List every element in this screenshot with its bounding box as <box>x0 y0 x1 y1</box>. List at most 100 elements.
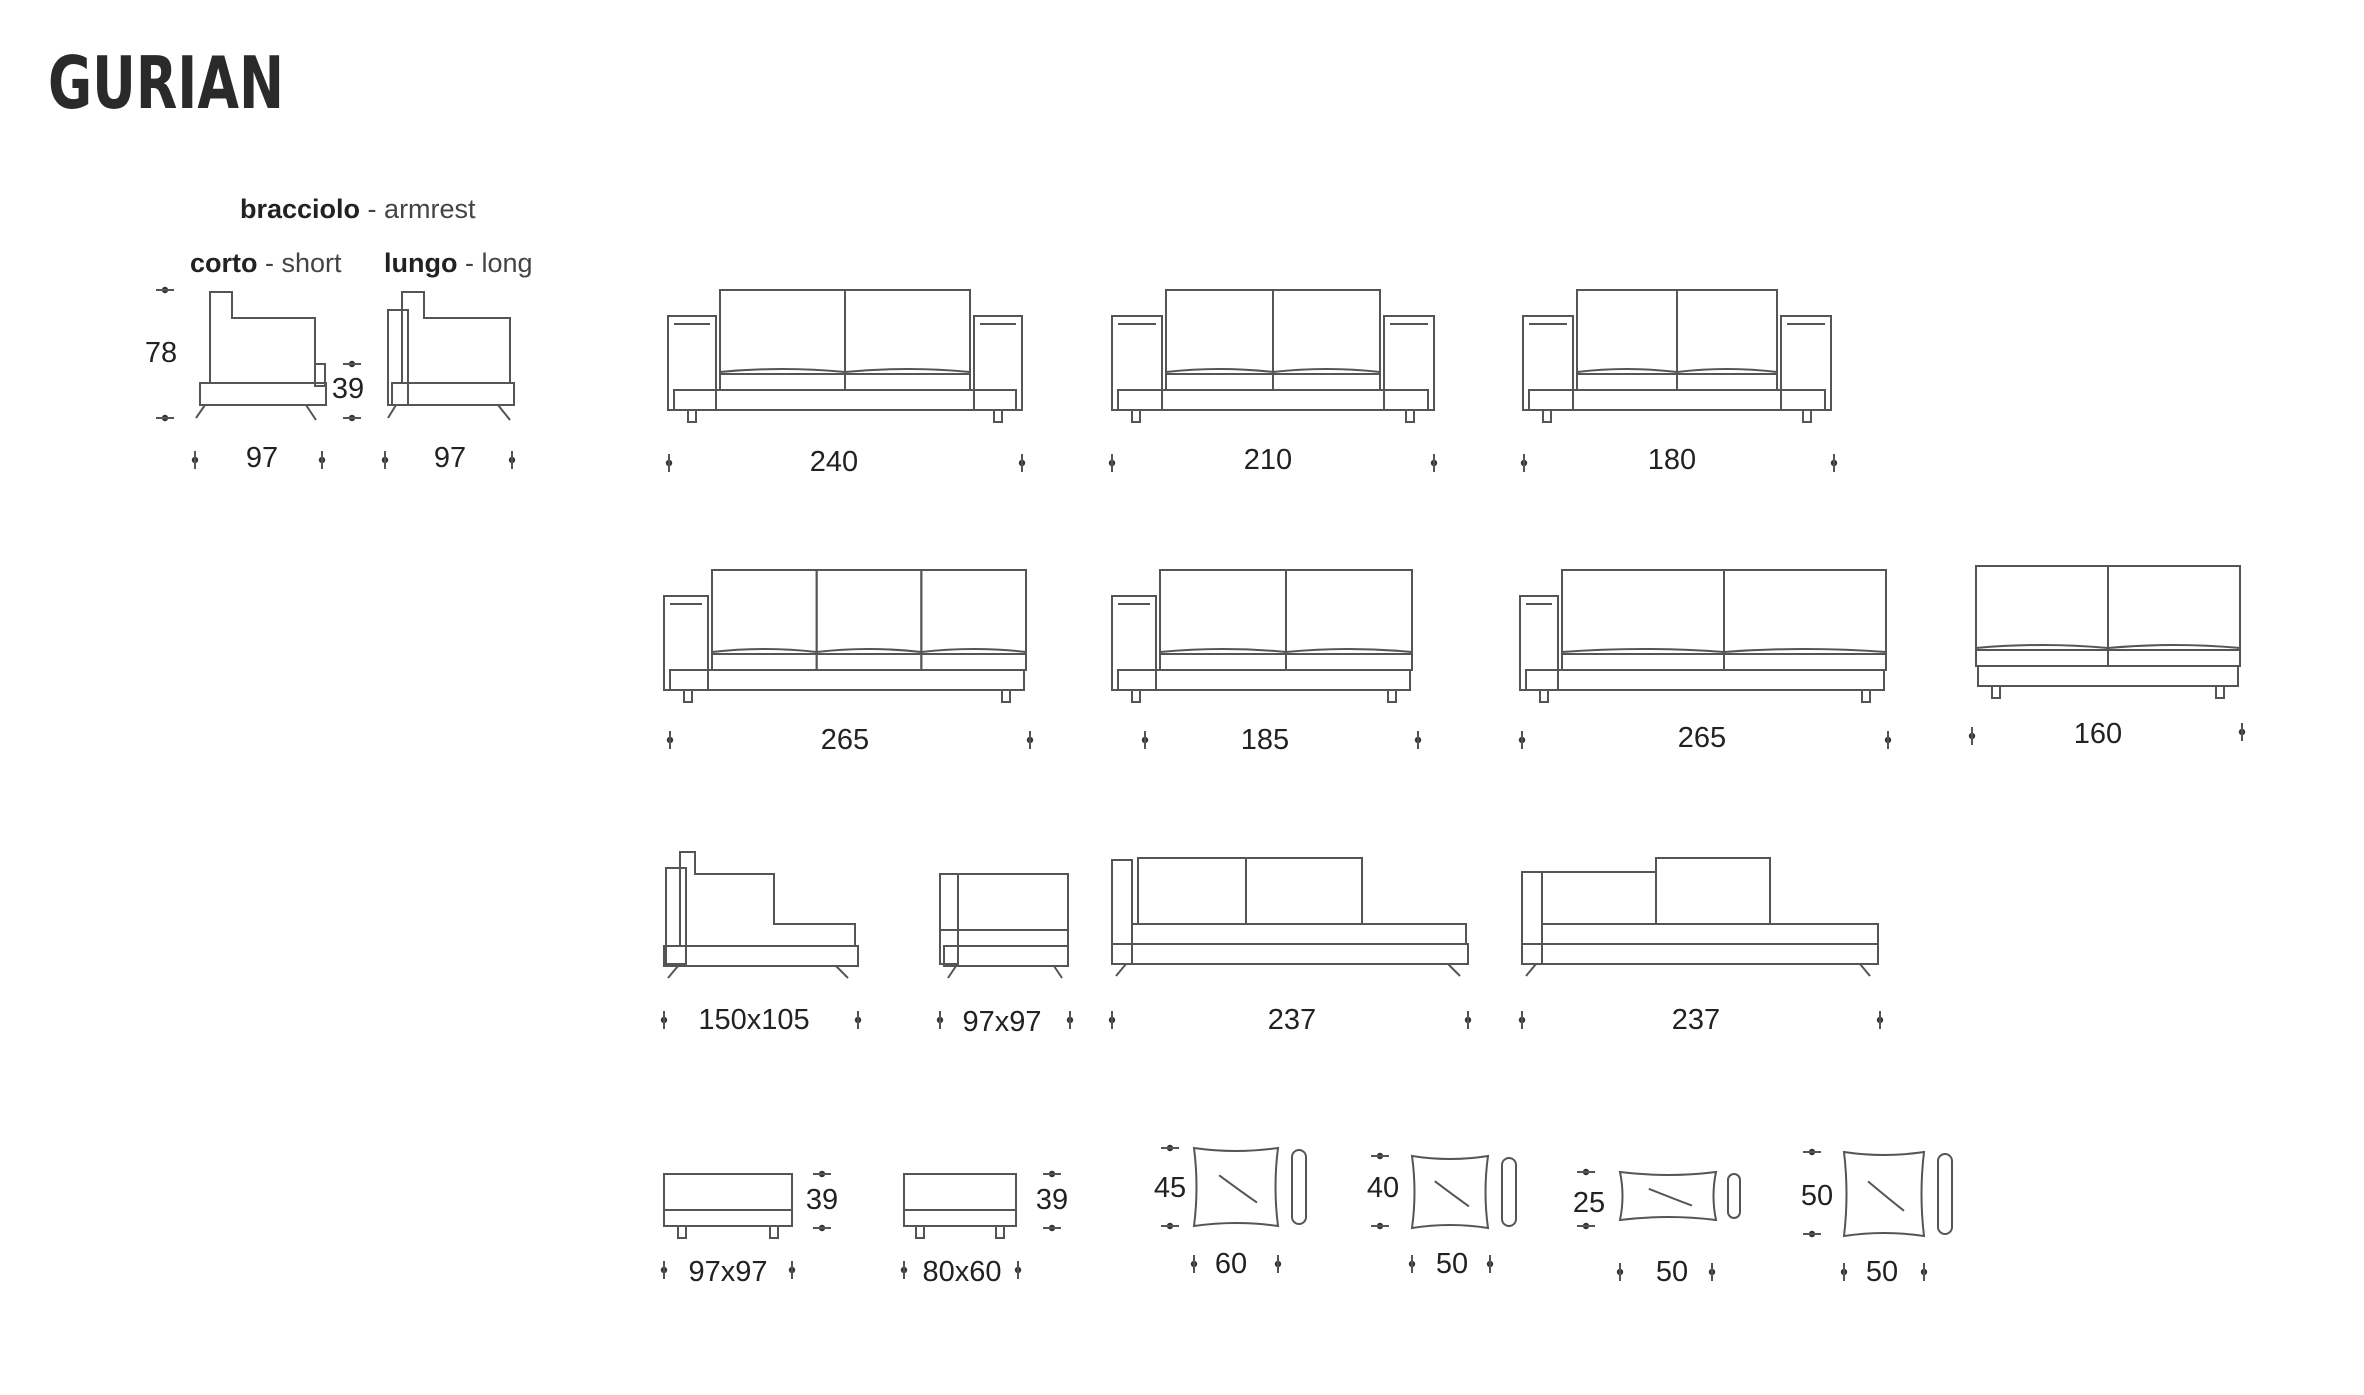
seat-cushion <box>2107 644 2241 667</box>
pouf-97x97-label: 97x97 <box>688 1256 768 1288</box>
armrest-arm-height-label: 39 <box>331 373 365 405</box>
sofa-foot <box>1991 685 2001 699</box>
sofa-foot <box>1001 689 1011 703</box>
cushion-1-crease <box>1218 1174 1258 1204</box>
armrest-short-drawing <box>195 291 327 421</box>
lounge-b-back-2 <box>1655 857 1771 925</box>
seat-cushion <box>920 648 1027 671</box>
lounge-b-seat <box>1541 923 1879 945</box>
left-arm <box>1522 315 1574 411</box>
lounge-a-arm <box>1111 859 1133 965</box>
sofa-foot <box>1861 689 1871 703</box>
sofa-base <box>1117 389 1429 411</box>
pouf-80-top <box>903 1173 1017 1211</box>
armrest-height-label: 78 <box>144 337 178 369</box>
cushion-2-side <box>1501 1157 1517 1227</box>
sofa-180-label: 180 <box>1647 444 1697 476</box>
sofa-drawing <box>667 289 1023 423</box>
back-cushion <box>1272 289 1381 375</box>
chaise-legs <box>667 965 849 979</box>
corner-arm <box>939 873 959 965</box>
sofa-foot <box>1802 409 1812 423</box>
corner-back <box>939 873 1069 931</box>
lounge-b-back-1 <box>1541 871 1657 925</box>
right-arm <box>1780 315 1832 411</box>
accessories-row <box>663 1146 1953 1239</box>
armrest-long-width-label: 97 <box>433 442 467 474</box>
armrest-short-title: corto - short <box>190 248 342 278</box>
sofa-base <box>1525 669 1885 691</box>
sofa-foot <box>687 409 697 423</box>
lounge-a-legs <box>1115 963 1461 977</box>
dimension-ticks <box>156 286 2246 1281</box>
sofa-foot <box>1387 689 1397 703</box>
pouf-80-drawing <box>903 1173 1017 1239</box>
armrest-short-base <box>199 382 327 406</box>
gurian-logo: GURIAN <box>48 41 288 125</box>
lounge-b-base <box>1521 943 1879 965</box>
seat-cushion <box>844 368 971 391</box>
lounge-237-a-label: 237 <box>1267 1004 1317 1036</box>
corner-97x97-label: 97x97 <box>962 1006 1042 1038</box>
sofa-185-label: 185 <box>1240 724 1290 756</box>
seat-cushion <box>1576 368 1678 391</box>
sofa-drawing <box>1975 565 2241 699</box>
corner-seat <box>957 929 1069 947</box>
sofa-foot <box>1542 409 1552 423</box>
back-cushion <box>1723 569 1887 655</box>
cushion-1-side <box>1291 1149 1307 1225</box>
sofa-base <box>669 669 1025 691</box>
seat-cushion <box>1975 644 2109 667</box>
sofa-drawing <box>663 569 1027 703</box>
armrest-title: bracciolo - armrest <box>240 194 476 224</box>
back-cushion <box>1576 289 1678 375</box>
armrest-short-body <box>209 291 316 384</box>
seat-cushion <box>1561 648 1725 671</box>
pouf-foot <box>677 1225 687 1239</box>
sofa-160-label: 160 <box>2073 718 2123 750</box>
pouf-97-top <box>663 1173 793 1211</box>
armrest-drawings <box>195 291 515 421</box>
seat-cushion <box>1159 648 1287 671</box>
cushion-3 <box>1618 1170 1741 1222</box>
cushion-3-side <box>1727 1173 1741 1219</box>
pouf-80-base <box>903 1209 1017 1227</box>
sofa-foot <box>1131 409 1141 423</box>
sofa-265-arm-label: 265 <box>820 724 870 756</box>
cushion-1-front <box>1192 1146 1280 1228</box>
seat-cushion <box>1272 368 1381 391</box>
corner-drawing <box>939 873 1069 979</box>
sofa-265-open-label: 265 <box>1677 722 1727 754</box>
left-arm <box>667 315 717 411</box>
chaise-base <box>663 945 859 967</box>
pouf-97-height-label: 39 <box>805 1184 839 1216</box>
sofa-base <box>673 389 1017 411</box>
back-cushion <box>2107 565 2241 651</box>
right-arm <box>1383 315 1435 411</box>
pouf-80-height-label: 39 <box>1035 1184 1069 1216</box>
armrest-long-title: lungo - long <box>384 248 533 278</box>
lounge-a-base <box>1111 943 1469 965</box>
seat-cushion <box>719 368 846 391</box>
left-arm <box>1111 315 1163 411</box>
armrest-short-arm <box>314 363 326 387</box>
lounge-a-drawing <box>1111 857 1469 977</box>
back-cushion <box>1159 569 1287 655</box>
back-cushion <box>815 569 923 655</box>
sofa-foot <box>2215 685 2225 699</box>
chaise-arm <box>665 867 687 965</box>
cushion-2-width-label: 50 <box>1435 1248 1469 1280</box>
seat-cushion <box>815 648 923 671</box>
sofa-drawing <box>1111 289 1435 423</box>
seat-cushion <box>1676 368 1778 391</box>
sofa-row-2 <box>663 565 2241 703</box>
armrest-short-legs <box>195 404 317 421</box>
logo-wordmark: GURIAN <box>48 41 284 125</box>
back-cushion <box>920 569 1027 655</box>
lounge-a-back-1 <box>1137 857 1247 925</box>
cushion-4-crease <box>1867 1180 1905 1212</box>
right-arm <box>973 315 1023 411</box>
cushion-1-height-label: 45 <box>1153 1172 1187 1204</box>
